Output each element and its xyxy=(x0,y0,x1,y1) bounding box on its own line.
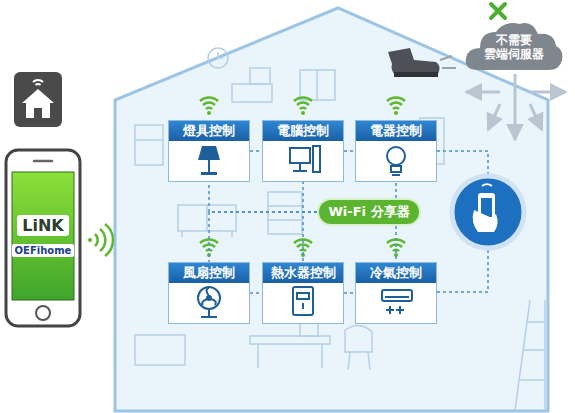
connector xyxy=(209,182,317,212)
bulb-icon xyxy=(387,147,405,175)
lamp-icon xyxy=(198,146,220,175)
wireless-waves xyxy=(88,224,113,256)
control-box: 風扇控制 xyxy=(168,262,250,324)
control-box: 電腦控制 xyxy=(262,120,344,182)
cloud-shape: 不需要 雲端伺服器 xyxy=(464,20,564,74)
node-label: LiNK xyxy=(17,215,68,236)
box-title: 冷氣控制 xyxy=(356,263,436,283)
box-body xyxy=(168,120,437,324)
control-box: 熱水器控制 xyxy=(262,262,344,324)
connector xyxy=(250,292,262,294)
furniture xyxy=(135,48,545,410)
box-title: 電器控制 xyxy=(356,121,436,141)
connector xyxy=(344,150,355,152)
cloud-arrows xyxy=(466,74,566,140)
router-pill: Wi-Fi 分享器 xyxy=(317,198,421,226)
connector xyxy=(395,226,397,262)
smartphone xyxy=(6,150,80,326)
box-title: 風扇控制 xyxy=(169,263,249,283)
mobile-control-icon xyxy=(452,176,524,248)
cross-mark xyxy=(491,4,505,18)
node-label: OEFihome xyxy=(12,244,75,257)
control-box: 冷氣控制 xyxy=(355,262,437,324)
air-conditioner-icon xyxy=(382,290,412,314)
connector xyxy=(303,182,317,212)
boot-icon xyxy=(388,48,456,77)
computer-icon xyxy=(290,146,320,172)
connector xyxy=(303,212,317,262)
phone-screen: LiNK OEFihome xyxy=(12,172,74,300)
water-heater-icon xyxy=(293,287,313,315)
box-title: 燈具控制 xyxy=(169,121,249,141)
connector xyxy=(250,150,262,152)
node-label: Wi-Fi 分享器 xyxy=(328,203,409,221)
connector xyxy=(395,182,397,198)
box-title: 熱水器控制 xyxy=(263,263,343,283)
home-app-icon xyxy=(14,72,62,127)
cloud-fill xyxy=(466,23,563,70)
control-box: 燈具控制 xyxy=(168,120,250,182)
connector xyxy=(344,292,355,294)
fan-icon xyxy=(198,287,220,317)
node-label: 不需要 雲端伺服器 xyxy=(483,33,545,62)
box-title: 電腦控制 xyxy=(263,121,343,141)
connector xyxy=(209,212,317,262)
control-box: 電器控制 xyxy=(355,120,437,182)
